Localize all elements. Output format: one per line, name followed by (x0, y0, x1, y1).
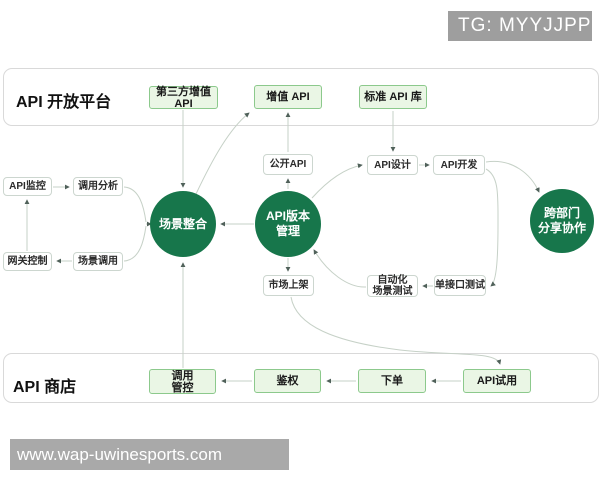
node-scene-integration: 场景整合 (150, 191, 216, 257)
edge-auto-test-api-version (313, 249, 367, 288)
edge-call-analysis-scene-integration (123, 186, 147, 223)
edge-api-dev-single-test (485, 168, 499, 287)
node-authentication: 鉴权 (254, 369, 321, 393)
edge-api-dev-cross-dept (485, 160, 540, 193)
node-api-version-management: API版本 管理 (255, 191, 321, 257)
section-api-open-platform (3, 68, 599, 126)
node-scene-call: 场景调用 (73, 252, 123, 271)
node-api-monitor: API监控 (3, 177, 52, 196)
node-third-party-api: 第三方增值 API (149, 86, 218, 110)
section-title-store: API 商店 (13, 379, 77, 396)
edge-scene-call-scene-integration (123, 225, 147, 262)
node-market-listing: 市场上架 (263, 275, 314, 296)
node-api-trial: API试用 (463, 369, 531, 393)
node-call-analysis: 调用分析 (73, 177, 123, 196)
node-api-development: API开发 (433, 155, 485, 175)
edge-api-version-api-design (311, 163, 363, 199)
section-title-platform: API 开放平台 (16, 94, 112, 111)
node-auto-scene-test: 自动化 场景测试 (367, 275, 418, 297)
node-api-design: API设计 (367, 155, 418, 175)
node-standard-api-lib: 标准 API 库 (359, 85, 427, 109)
node-public-api: 公开API (263, 154, 313, 175)
node-gateway-control: 网关控制 (3, 252, 52, 271)
watermark-url: www.wap-uwinesports.com (10, 439, 289, 470)
node-place-order: 下单 (358, 369, 426, 393)
node-value-added-api: 增值 API (254, 85, 322, 109)
node-single-api-test: 单接口测试 (434, 275, 486, 296)
node-cross-dept-collaboration: 跨部门 分享协作 (530, 189, 594, 253)
node-call-control: 调用 管控 (149, 369, 216, 394)
telegram-badge: TG: MYYJJPP (448, 11, 592, 41)
